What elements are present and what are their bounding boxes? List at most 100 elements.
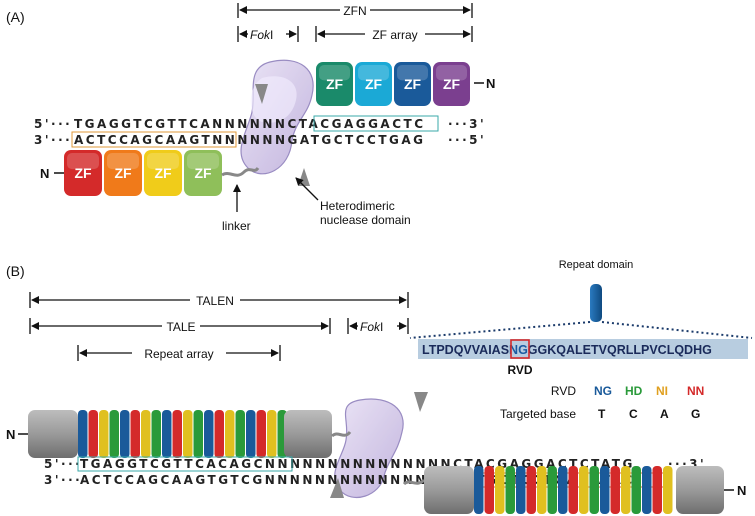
bottom-repeat-3 <box>495 466 505 514</box>
tale-nterm-block-top <box>28 410 78 458</box>
binding-box-bottom-a <box>71 131 237 148</box>
top-repeat-15 <box>225 410 235 458</box>
bottom-strand-3prime-a: 3'··· <box>34 133 72 147</box>
talen-label: TALEN <box>196 294 234 308</box>
top-repeat-1 <box>78 410 88 458</box>
panel-a-label: (A) <box>6 9 25 25</box>
protein-seq-bar <box>418 339 748 359</box>
n-terminus-top-a: N <box>486 76 495 91</box>
foki-label-b: FokI <box>360 320 383 334</box>
top-zf-block-4 <box>433 62 470 106</box>
bottom-zf-block-3 <box>144 150 182 196</box>
bottom-strand-3prime-b: 3'··· <box>44 473 82 487</box>
top-zf-label-1: ZF <box>326 76 344 92</box>
protein-seq: LTPDQVVAIASNGGGKQALETVQRLLPVCLQDHG <box>422 343 712 357</box>
bottom-repeat-4 <box>505 466 515 514</box>
top-repeat-10 <box>172 410 182 458</box>
n-terminus-bottom-a: N <box>40 166 49 181</box>
bottom-zf-label-2: ZF <box>114 165 132 181</box>
top-repeat-14 <box>214 410 224 458</box>
top-zf-array: ZF ZF ZF ZF <box>316 62 470 106</box>
top-repeat-array <box>78 410 287 458</box>
top-strand-3prime-a: ···3' <box>448 117 486 131</box>
bottom-strand-5prime-a: ···5' <box>448 133 486 147</box>
rvd-value-2: HD <box>625 384 643 398</box>
top-repeat-19 <box>267 410 277 458</box>
repeat-array-span: Repeat array <box>77 345 281 361</box>
rvd-value-3: NI <box>656 384 668 398</box>
top-repeat-3 <box>99 410 109 458</box>
cut-arrowhead-top-a <box>255 84 268 104</box>
top-repeat-18 <box>256 410 266 458</box>
targeted-base-4: G <box>691 407 700 421</box>
top-repeat-12 <box>193 410 203 458</box>
bottom-repeat-12 <box>589 466 599 514</box>
targeted-base-1: T <box>598 407 606 421</box>
rvd-highlight-box <box>510 339 530 359</box>
panel-b-label: (B) <box>6 263 25 279</box>
bottom-repeat-13 <box>600 466 610 514</box>
targeted-base-3: A <box>660 407 669 421</box>
cut-arrowhead-top-b <box>414 392 428 412</box>
rvd-row-label: RVD <box>551 384 576 398</box>
bottom-zf-label-1: ZF <box>74 165 92 181</box>
bottom-repeat-18 <box>652 466 662 514</box>
bottom-repeat-16 <box>631 466 641 514</box>
top-repeat-11 <box>183 410 193 458</box>
bottom-repeat-array <box>474 466 673 514</box>
linker-a <box>221 167 260 177</box>
bottom-repeat-15 <box>621 466 631 514</box>
n-terminus-bottom-b: N <box>737 483 746 498</box>
repeat-domain-block <box>590 284 602 322</box>
bottom-zf-block-1 <box>64 150 102 196</box>
tale-cterm-block-top <box>284 410 332 458</box>
foki-label-a: FokI <box>250 28 273 42</box>
top-repeat-5 <box>120 410 130 458</box>
top-strand-seq-a: TGAGGTCGTTCANNNNNNCTACGAGGACTC <box>74 117 426 131</box>
top-zf-label-4: ZF <box>443 76 461 92</box>
top-strand-seq-b: TGAGGTCGTTCACAGCNNNNNNNNNNNNNNNCTACGAGGA… <box>80 457 635 471</box>
top-zf-label-2: ZF <box>365 76 383 92</box>
top-repeat-7 <box>141 410 151 458</box>
top-repeat-8 <box>151 410 161 458</box>
talen-span: TALEN <box>29 292 409 308</box>
bottom-repeat-1 <box>474 466 484 514</box>
zfn-label: ZFN <box>343 4 366 18</box>
zf-array-span: ZF array <box>315 26 473 42</box>
tale-label: TALE <box>166 320 195 334</box>
bottom-repeat-11 <box>579 466 589 514</box>
bottom-zf-block-2 <box>104 150 142 196</box>
foki-span-b: FokI <box>347 318 409 334</box>
bottom-repeat-5 <box>516 466 526 514</box>
binding-box-top-b <box>77 456 293 472</box>
top-strand-5prime-b: 5'··· <box>44 457 82 471</box>
bottom-repeat-10 <box>568 466 578 514</box>
top-zf-label-3: ZF <box>404 76 422 92</box>
bottom-strand-seq-a: ACTCCAGCAAGTNNNNNNGATGCTCCTGAG <box>74 133 426 147</box>
bottom-zf-highlight-1 <box>67 153 99 170</box>
top-zf-block-1 <box>316 62 353 106</box>
zoom-line-right <box>601 321 753 339</box>
cut-arrowhead-bottom-b <box>330 478 344 498</box>
zf-array-label: ZF array <box>372 28 417 42</box>
tale-nterm-block-bottom <box>676 466 724 514</box>
zfn-span: ZFN <box>237 3 473 18</box>
bottom-repeat-6 <box>526 466 536 514</box>
top-repeat-13 <box>204 410 214 458</box>
targeted-base-2: C <box>629 407 638 421</box>
n-terminus-top-b: N <box>6 427 15 442</box>
top-repeat-6 <box>130 410 140 458</box>
bottom-zf-highlight-4 <box>187 153 219 170</box>
linker-label: linker <box>222 219 251 233</box>
repeat-array-label: Repeat array <box>144 347 213 361</box>
top-zf-block-3 <box>394 62 431 106</box>
bottom-strand-seq-b: ACTCCAGCAAGTGTCGNNNNNNNNNNNNNNNGATGCTCCT… <box>80 473 635 487</box>
top-strand-5prime-a: 5'··· <box>34 117 72 131</box>
binding-box-top-a <box>313 115 439 132</box>
top-repeat-2 <box>88 410 98 458</box>
targeted-base-label: Targeted base <box>500 407 576 421</box>
top-repeat-4 <box>109 410 119 458</box>
